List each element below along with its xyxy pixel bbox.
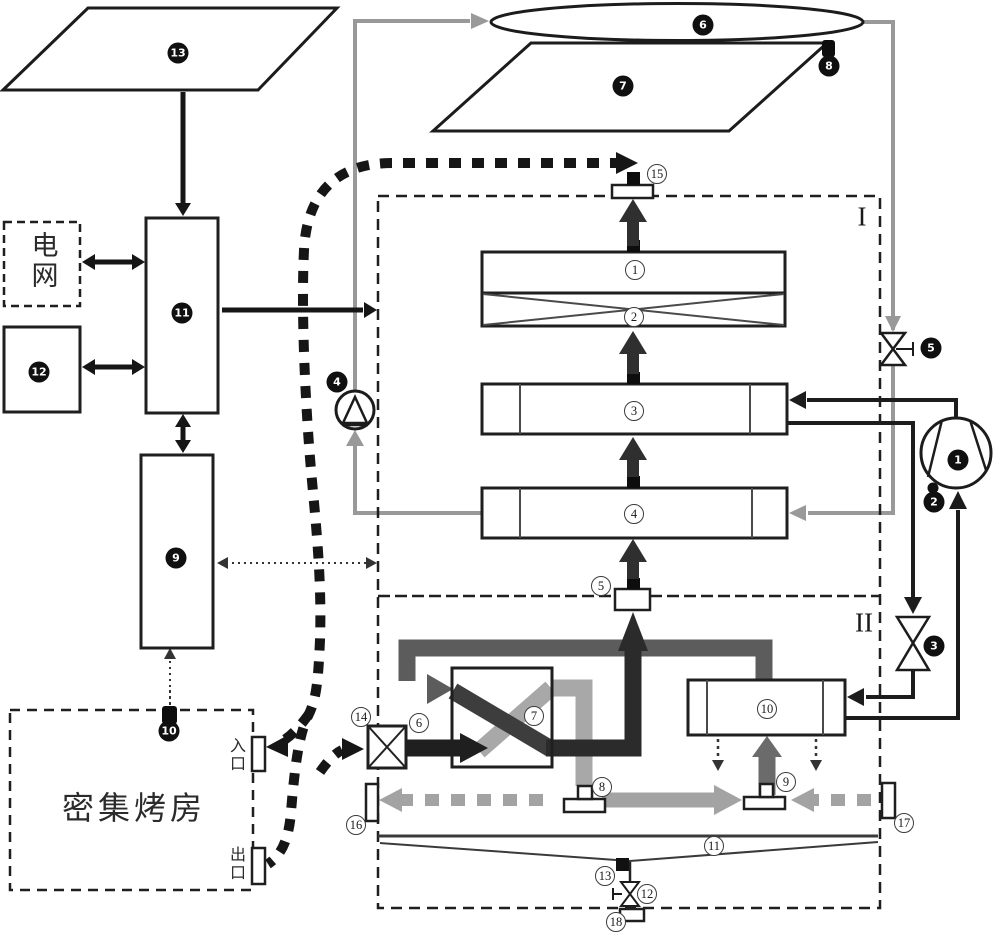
zone-2-label: II <box>855 607 873 638</box>
label-water-tank: 6 <box>692 14 714 36</box>
label-controller: 9 <box>165 547 187 569</box>
label-barn-sensor: 10 <box>158 720 180 742</box>
top-vent-15-sensor <box>627 172 640 185</box>
supply-trunk-duct <box>546 642 642 757</box>
exhaust-vent-8 <box>562 797 607 814</box>
label-expansion-valve: 3 <box>923 635 945 657</box>
barn-inlet-text: 入口 <box>227 737 246 773</box>
refrigerant-arrows <box>789 391 967 706</box>
filter-to-hx-arrow <box>460 733 488 763</box>
hx-dark-diagonal <box>448 683 556 757</box>
label-evaporator: 10 <box>757 699 777 719</box>
fresh-vent-9-cap <box>758 782 775 799</box>
air-handler-boxes <box>480 250 847 737</box>
trunk-air-arrows <box>619 199 647 579</box>
label-drain-outlet: 18 <box>606 912 626 932</box>
label-suction-sensor: 2 <box>923 491 945 513</box>
gray-dashed-air-arrows <box>379 788 814 812</box>
drain-valve-12 <box>619 881 641 907</box>
label-collector-sensor: 8 <box>818 55 840 77</box>
label-water-coil: 4 <box>624 504 644 524</box>
barn-air-dashed-path <box>265 158 622 869</box>
label-fan-box: 1 <box>625 260 645 280</box>
label-compressor: 1 <box>947 449 969 471</box>
suction-sensor-2-dot <box>927 482 939 494</box>
fresh-air-up-arrow <box>752 736 782 757</box>
curing-barn-text: 密集烤房 <box>61 789 207 827</box>
water-valve-5 <box>878 331 908 367</box>
label-drain-valve: 12 <box>637 884 657 904</box>
label-damper: 2 <box>624 307 644 327</box>
label-inlet-port: 14 <box>351 707 371 727</box>
fresh-vent-9 <box>742 795 787 811</box>
label-drain-pan: 11 <box>704 836 724 856</box>
left-vent-16 <box>364 782 380 823</box>
label-exhaust-vent: 8 <box>592 777 612 797</box>
water-tank-6 <box>489 2 865 42</box>
filter-box <box>366 724 408 770</box>
exhaust-duct-light-gray <box>552 679 593 786</box>
label-drain-sensor: 13 <box>595 866 615 886</box>
label-condenser-coil: 3 <box>624 401 644 421</box>
signal-arrows <box>164 557 377 659</box>
right-vent-17 <box>880 781 897 820</box>
drain-sensor <box>616 858 629 871</box>
label-filter: 6 <box>409 713 429 733</box>
heat-exchanger-frame <box>450 666 554 769</box>
condenser-coil-3 <box>480 382 789 436</box>
label-water-pump: 4 <box>326 371 348 393</box>
power-grid-border <box>2 220 82 308</box>
drain-pan <box>379 841 879 863</box>
gray-solid-air-arrow <box>714 785 742 815</box>
label-power-cabinet: 11 <box>171 302 193 324</box>
label-solar-collector: 7 <box>612 75 634 97</box>
label-water-valve: 5 <box>920 337 942 359</box>
expansion-valve-3 <box>894 615 932 672</box>
label-heat-exchanger: 7 <box>524 706 544 726</box>
exhaust-vent-8-cap <box>576 784 594 801</box>
electric-link-arrows <box>82 203 377 453</box>
label-pv-panel: 13 <box>167 42 189 64</box>
barn-outlet-text: 出口 <box>227 846 246 882</box>
label-right-vent: 17 <box>894 813 914 833</box>
water-pump-4 <box>334 389 376 431</box>
barn-outlet-vent <box>250 846 267 886</box>
label-storage-box: 12 <box>28 361 50 383</box>
label-left-vent: 16 <box>346 815 366 835</box>
solar-water-loop-pipes <box>353 19 895 515</box>
return-duct-arrow <box>427 674 453 704</box>
power-grid-text: 电网 <box>26 231 58 291</box>
electric-links <box>93 92 363 443</box>
return-duct-dark-gray <box>398 639 773 681</box>
top-vent-15 <box>610 183 655 200</box>
mid-vent-5 <box>613 587 652 612</box>
label-mid-vent: 5 <box>591 576 611 596</box>
supply-trunk-arrow <box>618 612 648 651</box>
vents <box>250 183 897 923</box>
curing-barn-border <box>8 708 255 892</box>
solar-water-loop-arrows <box>346 13 901 521</box>
label-top-vent: 15 <box>647 164 667 184</box>
zone-1-label: I <box>857 201 867 232</box>
barn-air-dashed-arrows <box>266 152 638 760</box>
barn-inlet-vent <box>250 735 267 773</box>
collector-sensor-8 <box>822 40 835 57</box>
signal-lines <box>169 562 370 708</box>
barn-sensor-10-probe <box>162 706 177 724</box>
label-fresh-vent: 9 <box>776 772 796 792</box>
condensate-drip-arrows <box>712 760 822 771</box>
mid-vent-5-sensor <box>627 578 640 589</box>
refrigerant-pipes <box>787 398 960 720</box>
